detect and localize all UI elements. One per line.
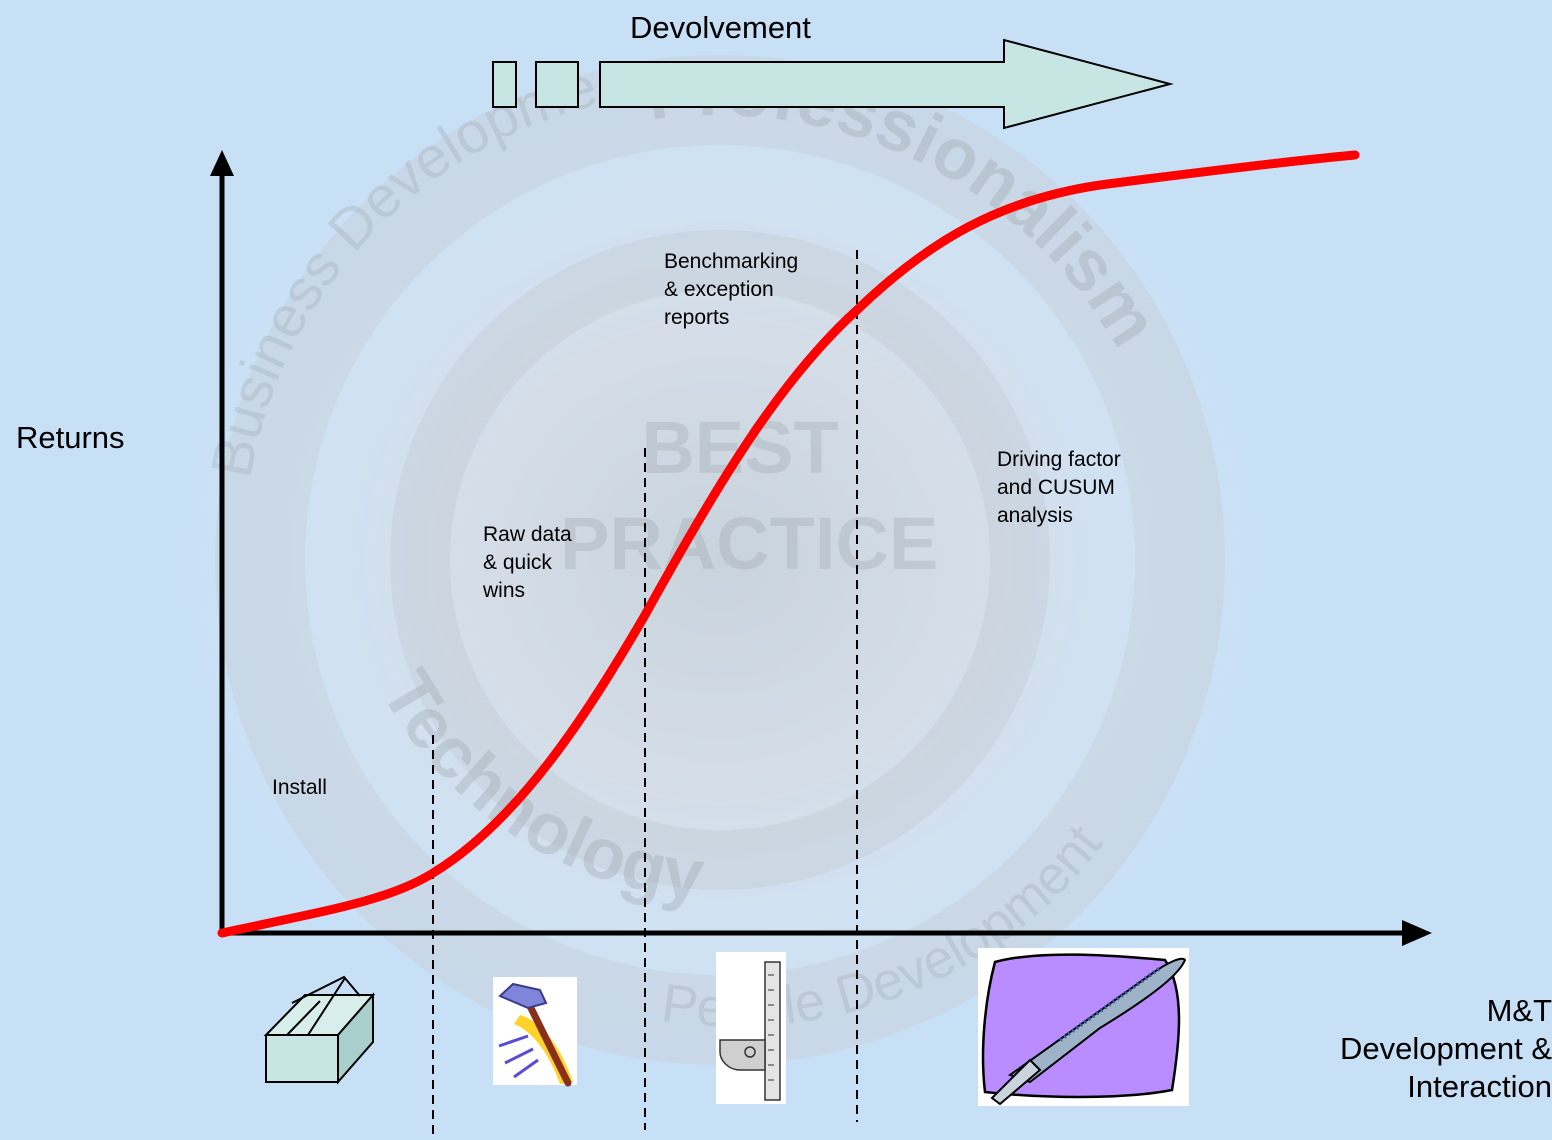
x-axis-arrowhead [1402,920,1432,946]
phase-dividers [432,250,858,1138]
phase-label-driving-factor: Driving factor and CUSUM analysis [997,448,1121,527]
phase-label-install: Install [272,776,327,799]
square-ruler-icon [716,952,786,1104]
x-axis-label: M&T Development & Interaction [1340,993,1552,1104]
scalpel-icon [978,948,1189,1106]
devolvement-arrow [492,38,1174,130]
returns-curve [217,150,1360,938]
diagram-title: Devolvement [630,10,811,45]
arrow-segment-medium [535,61,579,108]
y-axis-arrowhead [210,150,234,176]
phase-label-raw-data: Raw data & quick wins [483,523,572,602]
box-icon [263,975,376,1085]
axes [210,150,1432,946]
y-axis-label: Returns [16,420,125,455]
phase-label-benchmarking: Benchmarking & exception reports [664,250,799,329]
arrow-segment-small [492,61,517,108]
hammer-icon [493,977,577,1087]
arrow-body [599,38,1174,130]
